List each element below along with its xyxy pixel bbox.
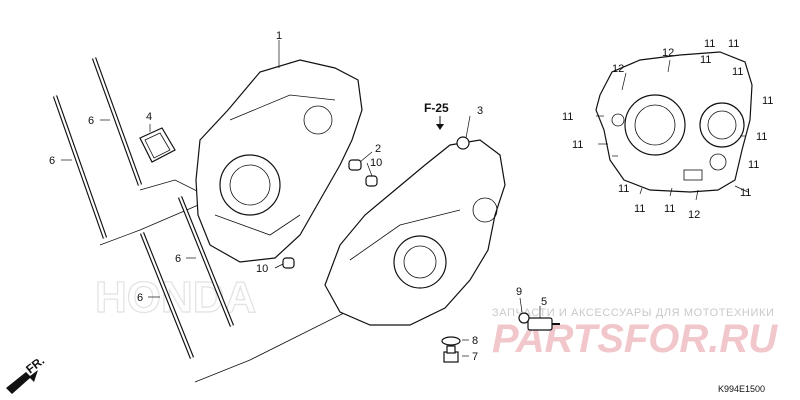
callout-6d: 6	[137, 292, 143, 304]
dowel-pins	[282, 159, 378, 269]
callout-5: 5	[541, 296, 547, 308]
stud-6d	[139, 232, 195, 359]
callout-2: 2	[375, 143, 381, 155]
stud-6b	[52, 95, 108, 239]
dowel-10a	[365, 175, 378, 187]
callout-11f: 11	[562, 111, 573, 123]
callout-7: 7	[472, 351, 478, 363]
crankcase-left	[195, 59, 363, 263]
crankcase-right	[324, 136, 506, 326]
callout-12a: 12	[612, 63, 624, 75]
oil-strainer-screen	[139, 127, 176, 163]
figure-code: K994E1500	[718, 384, 765, 394]
bolt-7	[443, 345, 459, 363]
direction-indicator: FR.	[6, 353, 47, 394]
dowel-10b	[282, 257, 295, 269]
crankcase-outline-view	[595, 51, 753, 193]
section-ref-marker	[456, 136, 470, 150]
callout-10b: 10	[256, 263, 268, 275]
callout-6b: 6	[49, 155, 55, 167]
callout-11a: 11	[704, 38, 715, 50]
callout-11k: 11	[740, 187, 751, 199]
callout-6c: 6	[175, 253, 181, 265]
callout-11c: 11	[700, 54, 711, 66]
washer-8	[441, 336, 461, 346]
section-reference: F-25	[424, 101, 449, 130]
callout-11b: 11	[728, 38, 739, 50]
callout-6a: 6	[88, 115, 94, 127]
callouts: 1 2 3 4 5 6 6 6 6 7 8 9 10 10 11 11 11 1…	[49, 30, 773, 363]
section-ref-label: F-25	[424, 101, 449, 115]
callout-11i: 11	[748, 159, 759, 171]
callout-3: 3	[477, 105, 483, 117]
callout-8: 8	[472, 335, 478, 347]
stud-6a	[91, 57, 143, 186]
callout-11e: 11	[762, 95, 773, 107]
stud-bolts	[52, 57, 235, 359]
dowel-2	[348, 159, 362, 171]
callout-10a: 10	[370, 157, 382, 169]
front-arrow-icon	[6, 370, 38, 394]
callout-11d: 11	[732, 66, 743, 78]
callout-12b: 12	[662, 47, 674, 59]
callout-9: 9	[516, 286, 522, 298]
callout-11g: 11	[756, 131, 767, 143]
watermark: HONDA ЗАПЧАСТИ И АКСЕССУАРЫ ДЛЯ МОТОТЕХН…	[94, 272, 778, 361]
callout-11l: 11	[634, 203, 645, 215]
callout-1: 1	[276, 30, 282, 42]
callout-4: 4	[146, 111, 152, 123]
watermark-tagline: ЗАПЧАСТИ И АКСЕССУАРЫ ДЛЯ МОТОТЕХНИКИ	[492, 307, 774, 319]
stud-6c	[177, 196, 235, 327]
callout-11m: 11	[664, 203, 675, 215]
callout-11j: 11	[618, 183, 629, 195]
washer-9	[518, 312, 530, 324]
callout-11h: 11	[572, 139, 583, 151]
callout-12c: 12	[688, 209, 700, 221]
leader-lines	[61, 40, 749, 357]
